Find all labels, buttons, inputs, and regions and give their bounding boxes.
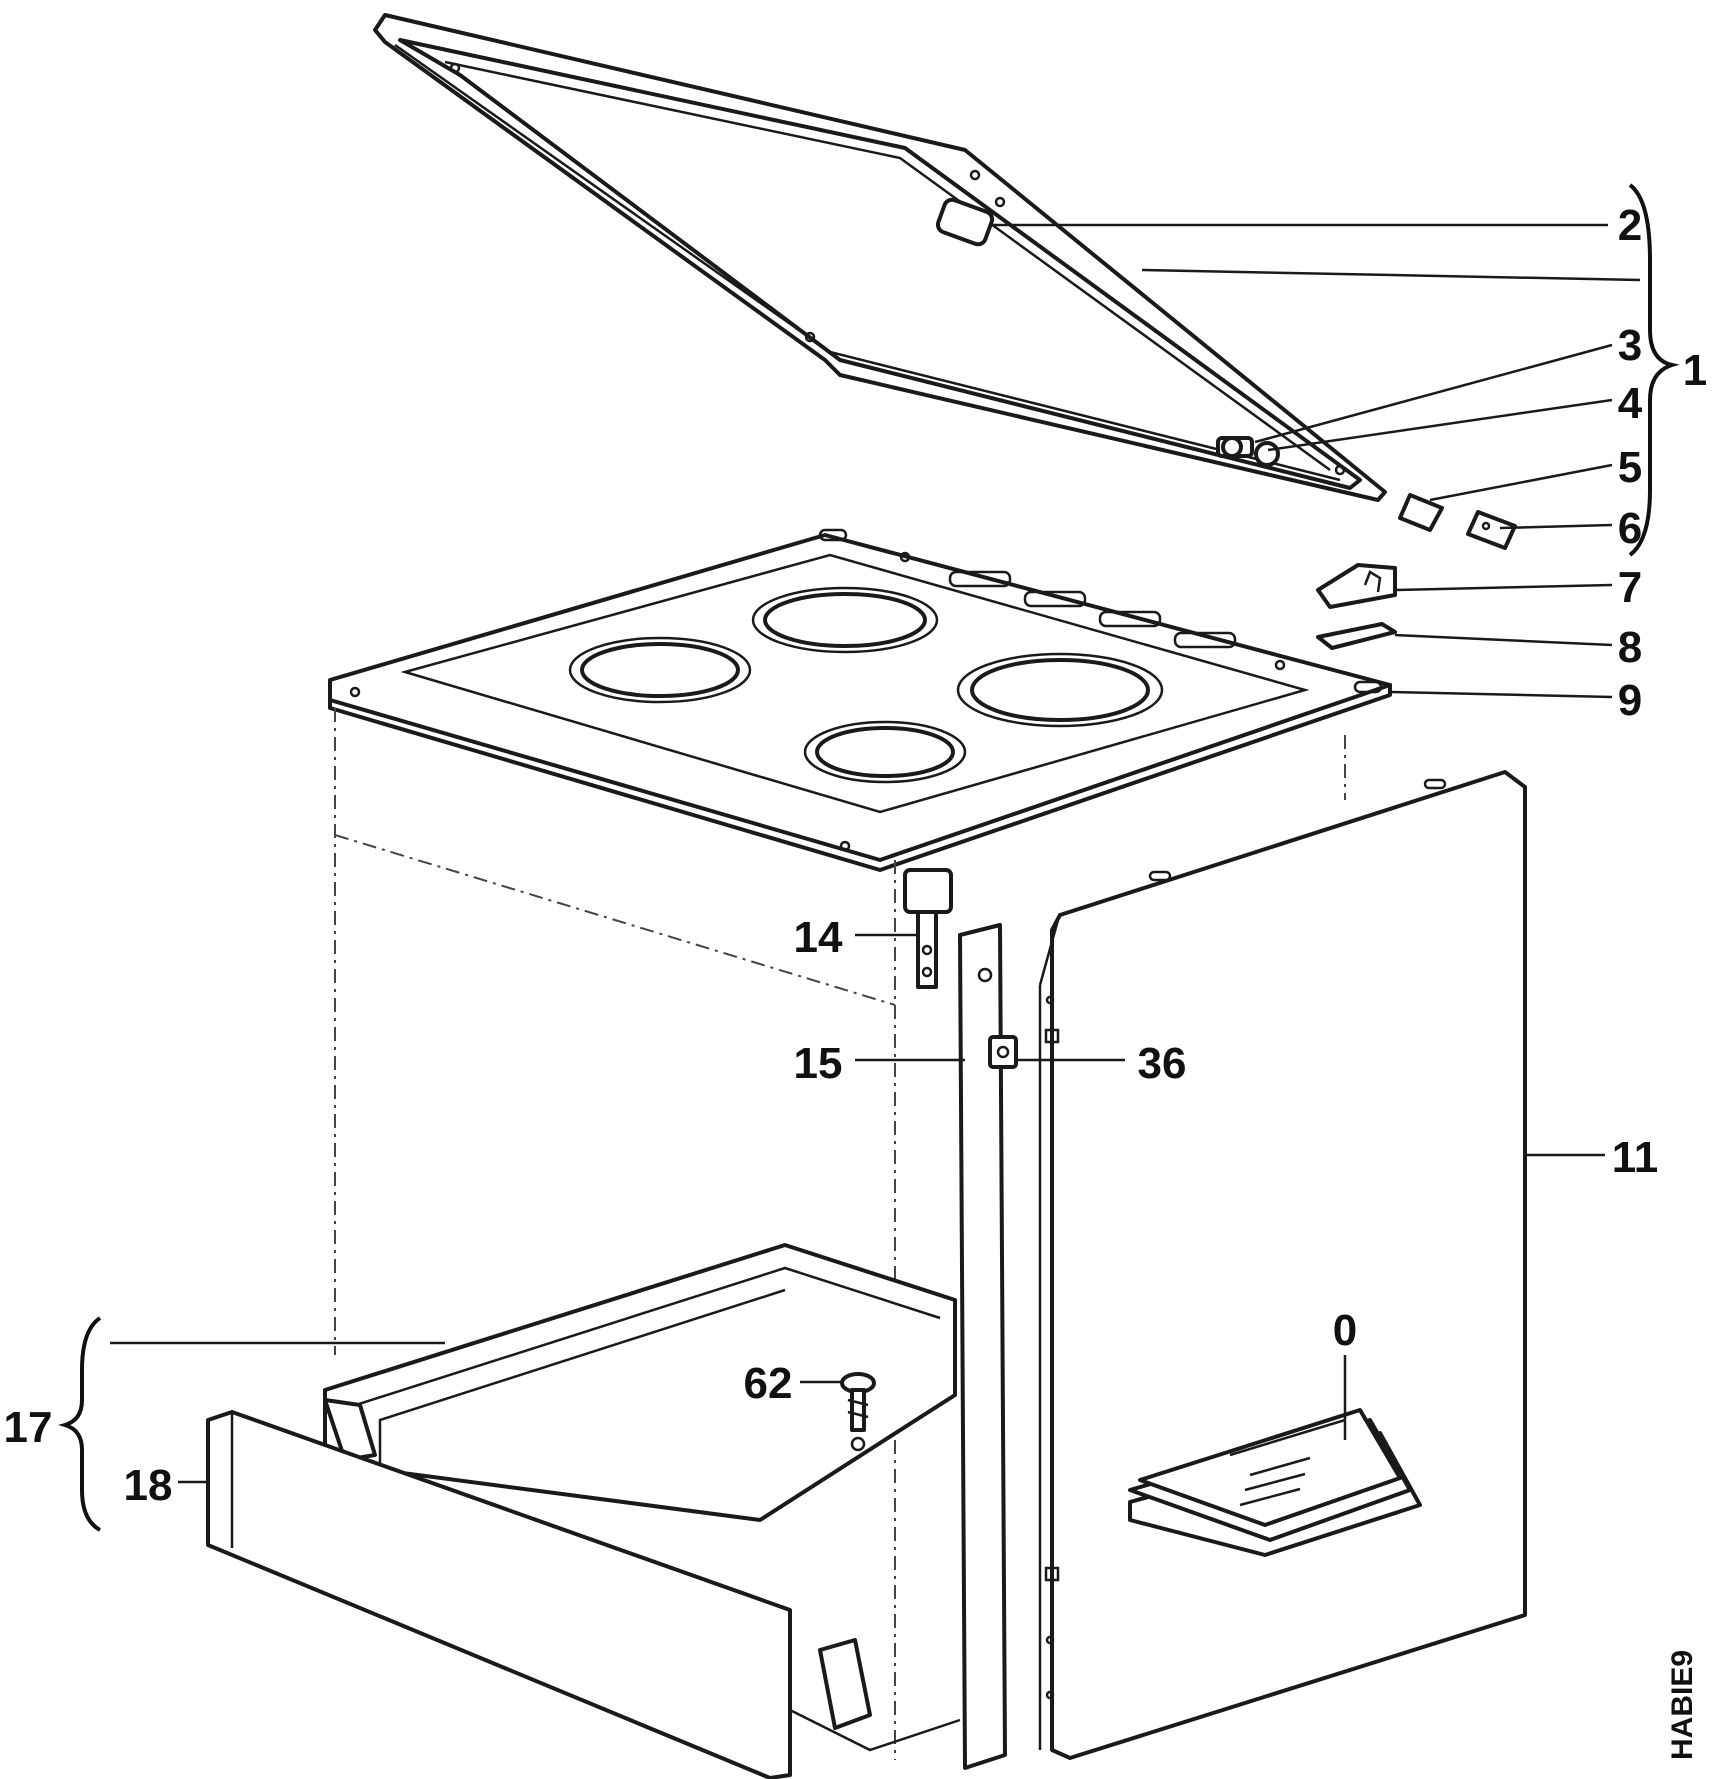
callout-8: 8: [1618, 623, 1642, 672]
hinge-bracket-part-8: [1316, 622, 1397, 650]
drawer-front-part-18: [206, 1410, 792, 1779]
lid-frame: [373, 13, 1387, 502]
callout-3: 3: [1618, 321, 1642, 370]
callout-5: 5: [1618, 443, 1642, 492]
callout-18: 18: [124, 1461, 173, 1510]
front-strip-part-15: [958, 923, 1007, 1770]
callout-36: 36: [1138, 1039, 1187, 1088]
bush-part-4: [1254, 441, 1280, 467]
callout-14: 14: [794, 913, 843, 962]
callout-0: 0: [1333, 1306, 1357, 1355]
callout-2: 2: [1618, 201, 1642, 250]
callout-labels: 2 3 4 1 5 6 7 8 9 14 15 36 11 0 62 17 18…: [4, 201, 1708, 1760]
drawer-tray-part-17: [323, 1243, 961, 1752]
hob-top-panel: [328, 528, 1392, 872]
lid-stop-part-2: [935, 197, 995, 247]
callout-4: 4: [1618, 379, 1643, 428]
brace-part-17-group: [57, 1316, 102, 1532]
callout-62: 62: [744, 1359, 793, 1408]
leader-lines: [110, 223, 1641, 1484]
callout-6: 6: [1618, 504, 1642, 553]
instruction-booklet-part-0: [1128, 1408, 1422, 1557]
callout-15: 15: [794, 1039, 843, 1088]
callout-9: 9: [1618, 676, 1642, 725]
clip-part-6: [1466, 510, 1517, 550]
callout-11: 11: [1612, 1133, 1659, 1182]
hinge-block-part-7: [1316, 563, 1397, 609]
hinge-pin-part-3: [1216, 436, 1254, 458]
side-panel-part-11: [1038, 770, 1527, 1760]
screw-part-62: [840, 1372, 876, 1452]
hinge-support-part-14: [903, 868, 953, 989]
callout-7: 7: [1618, 563, 1642, 612]
brace-part-1-group: [1628, 183, 1680, 557]
callout-17: 17: [4, 1403, 53, 1452]
drawing-code: HABIE9: [1666, 1650, 1699, 1760]
clip-part-36: [988, 1035, 1018, 1069]
callout-1: 1: [1683, 346, 1707, 395]
hinge-plate-part-5: [1398, 493, 1444, 532]
